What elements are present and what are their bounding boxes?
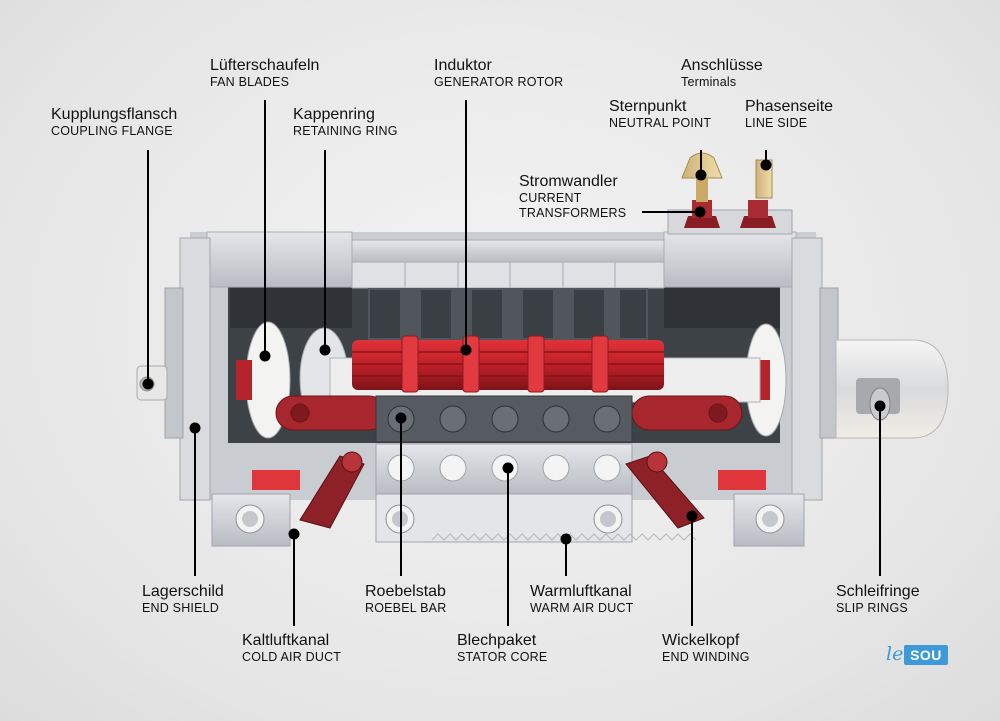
label-en: COLD AIR DUCT [242,650,342,665]
end-winding-links [275,395,743,431]
label-stator-core: Blechpaket STATOR CORE [457,632,547,665]
label-cold-air-duct: Kaltluftkanal COLD AIR DUCT [242,632,341,665]
label-de: Sternpunkt [609,98,687,115]
label-de: Roebelstab [365,583,446,600]
rotor-windings [352,335,664,393]
label-de: Wickelkopf [662,632,740,649]
roebel-bar-row [375,395,633,443]
label-generator-rotor: Induktor GENERATOR ROTOR [434,57,563,90]
label-en: WARM AIR DUCT [530,601,634,616]
label-slip-rings: Schleifringe SLIP RINGS [836,583,920,616]
label-coupling-flange: Kupplungsflansch COUPLING FLANGE [51,106,177,139]
label-en: RETAINING RING [293,124,398,139]
label-de: Lagerschild [142,583,224,600]
label-retaining-ring: Kappenring RETAINING RING [293,106,398,139]
terminals-shape [667,152,793,235]
label-end-winding: Wickelkopf END WINDING [662,632,750,665]
label-en: ROEBEL BAR [365,601,447,616]
label-de: Kupplungsflansch [51,106,178,123]
label-de: Blechpaket [457,632,537,649]
label-en: SLIP RINGS [836,601,908,616]
label-en: Terminals [681,75,737,90]
label-de: Warmluftkanal [530,583,632,600]
label-en: COUPLING FLANGE [51,124,173,139]
label-en: END SHIELD [142,601,220,616]
label-de: Lüfterschaufeln [210,57,320,74]
end-winding-arms [299,451,705,529]
label-en: FAN BLADES [210,75,290,90]
label-en: CURRENT TRANSFORMERS [519,191,627,220]
logo-name: SOU [904,645,948,665]
label-en: NEUTRAL POINT [609,116,712,131]
label-en: LINE SIDE [745,116,808,131]
label-en: STATOR CORE [457,650,548,665]
label-roebel-bar: Roebelstab ROEBEL BAR [365,583,446,616]
leader-lines [142,100,886,626]
label-de: Stromwandler [519,173,618,190]
label-end-shield: Lagerschild END SHIELD [142,583,224,616]
label-line-side: Phasenseite LINE SIDE [745,98,833,131]
label-de: Induktor [434,57,492,74]
label-fan-blades: Lüfterschaufeln FAN BLADES [210,57,319,90]
logo-prefix: le [886,643,904,665]
label-neutral-point: Sternpunkt NEUTRAL POINT [609,98,711,131]
air-ducts [211,470,805,547]
label-de: Schleifringe [836,583,920,600]
label-de: Phasenseite [745,98,834,115]
label-terminals: Anschlüsse Terminals [681,57,763,90]
label-de: Anschlüsse [681,57,763,74]
slip-rings-shape [835,339,949,439]
label-current-transformers: Stromwandler CURRENT TRANSFORMERS [519,173,649,220]
lesou-logo: le SOU [886,643,948,667]
label-en: END WINDING [662,650,750,665]
label-en: GENERATOR ROTOR [434,75,564,90]
label-de: Kappenring [293,106,375,123]
label-warm-air-duct: Warmluftkanal WARM AIR DUCT [530,583,634,616]
label-de: Kaltluftkanal [242,632,330,649]
